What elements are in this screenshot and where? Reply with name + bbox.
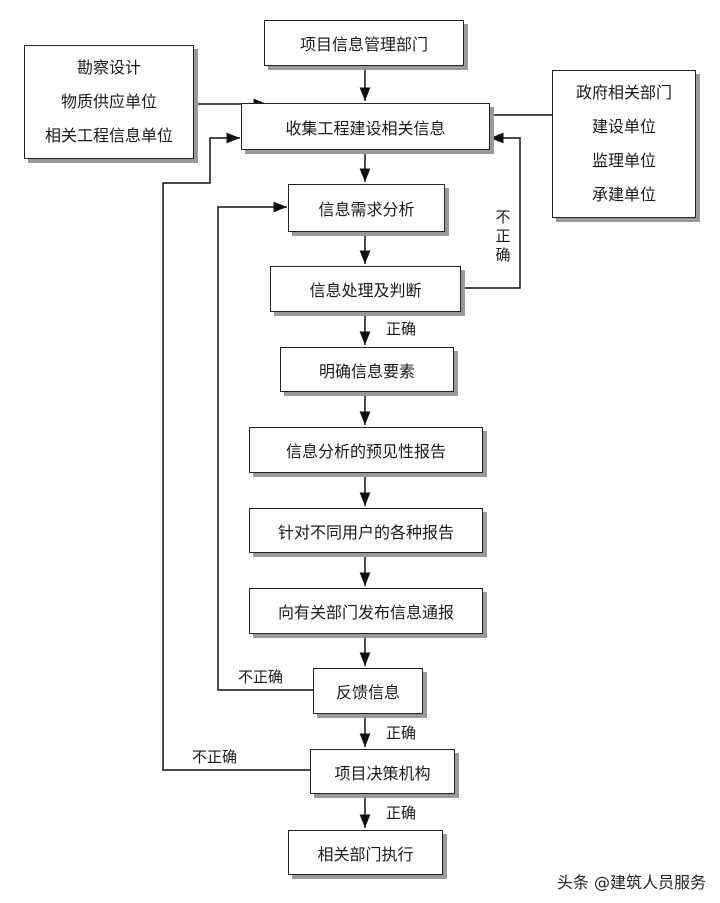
left-sources-box: 勘察设计 物质供应单位 相关工程信息单位: [24, 45, 194, 159]
box-elements: 明确信息要素: [280, 347, 454, 392]
left-source-survey: 勘察设计: [76, 58, 141, 77]
box-collect: 收集工程建设相关信息: [241, 103, 490, 150]
right-source-contractor: 承建单位: [591, 185, 656, 204]
loop-feedback-incorrect: [217, 201, 313, 691]
label-incorrect-decision: 不正确: [192, 746, 238, 767]
label-incorrect-feedback: 不正确: [238, 666, 284, 687]
box-forecast: 信息分析的预见性报告: [249, 427, 483, 473]
box-execute: 相关部门执行: [288, 830, 443, 875]
label-correct-feedback: 正确: [386, 722, 417, 743]
left-source-supply: 物质供应单位: [60, 92, 157, 111]
box-management: 项目信息管理部门: [264, 20, 464, 66]
loop-decision-incorrect: [162, 132, 310, 771]
label-correct-decision: 正确: [386, 802, 417, 823]
box-decision: 项目决策机构: [310, 749, 455, 794]
right-sources-box: 政府相关部门 建设单位 监理单位 承建单位: [552, 70, 696, 218]
box-reports: 针对不同用户的各种报告: [249, 508, 483, 553]
watermark: 头条 @建筑人员服务: [556, 873, 706, 892]
right-source-government: 政府相关部门: [575, 83, 672, 102]
box-publish: 向有关部门发布信息通报: [249, 588, 483, 634]
right-source-supervisor: 监理单位: [591, 151, 656, 170]
box-demand: 信息需求分析: [288, 184, 445, 232]
loop-process-incorrect: [461, 132, 521, 289]
right-source-owner: 建设单位: [591, 117, 656, 136]
box-process: 信息处理及判断: [270, 266, 461, 312]
box-feedback: 反馈信息: [313, 668, 423, 714]
label-correct-process: 正确: [386, 318, 417, 339]
left-source-related: 相关工程信息单位: [44, 126, 173, 145]
label-incorrect-vertical: 不 正 确: [494, 208, 512, 265]
